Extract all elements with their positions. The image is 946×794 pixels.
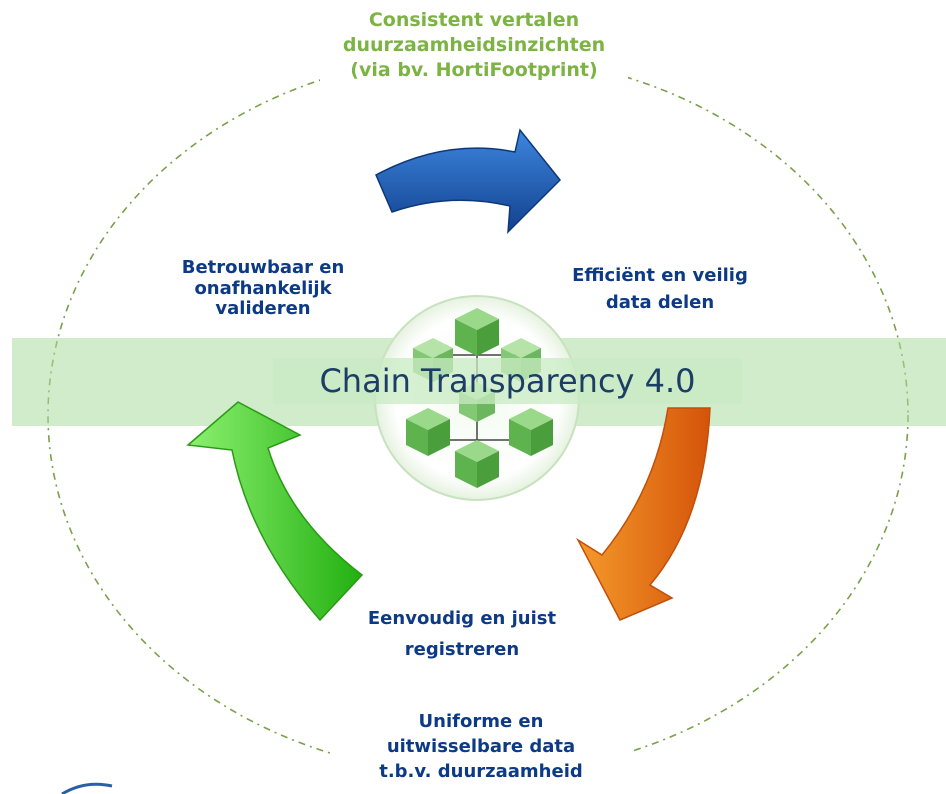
label-left: Betrouwbaar en onafhankelijk valideren [148, 257, 378, 320]
label-top-line3: (via bv. HortiFootprint) [350, 59, 598, 82]
green-cycle-arrow [186, 401, 364, 622]
blue-cycle-arrow [375, 128, 562, 234]
label-bottom-line3: t.b.v. duurzaamheid [379, 760, 583, 782]
orange-cycle-arrow [576, 407, 711, 621]
label-center-bottom-line1: Eenvoudig en juist [367, 608, 557, 629]
bottom-label-backdrop [332, 704, 632, 794]
label-left-line2: onafhankelijk [194, 277, 332, 299]
label-bottom-line2: uitwisselbare data [386, 735, 576, 757]
label-center-bottom: Eenvoudig en juist registreren [332, 604, 592, 665]
label-top-line2: duurzaamheidsinzichten [342, 34, 606, 57]
label-bottom: Uniforme en uitwisselbare data t.b.v. du… [336, 710, 626, 784]
label-center-bottom-line2: registreren [404, 638, 520, 660]
label-right-line1: Efficiënt en veilig [572, 265, 748, 286]
center-title: Chain Transparency 4.0 [319, 362, 696, 400]
title-strip [273, 358, 742, 404]
label-left-line1: Betrouwbaar en [181, 257, 345, 278]
label-right: Efficiënt en veilig data delen [535, 262, 785, 316]
top-label-backdrop [320, 0, 628, 104]
label-top-line1: Consistent vertalen [368, 9, 580, 31]
label-top: Consistent vertalen duurzaamheidsinzicht… [324, 8, 624, 83]
label-bottom-line1: Uniforme en [418, 711, 544, 732]
label-right-line2: data delen [605, 292, 715, 313]
label-left-line3: valideren [215, 298, 311, 320]
